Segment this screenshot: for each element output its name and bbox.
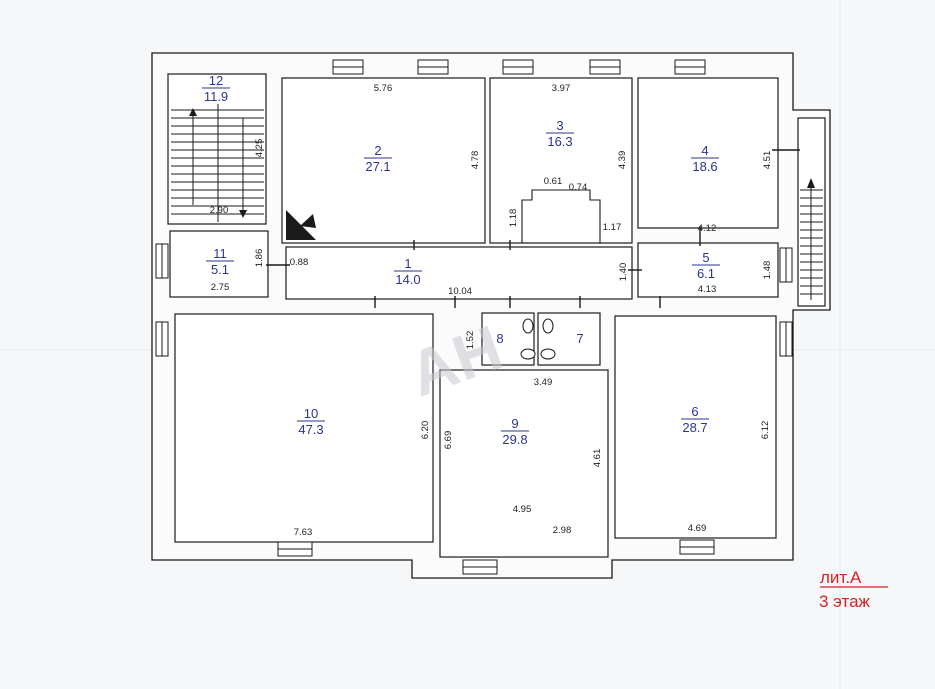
room-12 (167, 73, 267, 225)
room-number-7: 7 (576, 331, 583, 346)
room-number-3: 3 (556, 118, 563, 133)
dimension-r1-a: 0.88 (290, 257, 309, 268)
dimension-r3-h: 4.39 (617, 151, 628, 170)
stairs-left (171, 104, 264, 222)
stairs-right (800, 180, 823, 300)
room-area-3: 16.3 (547, 134, 572, 149)
dimension-r6-h: 6.12 (760, 421, 771, 440)
dimension-r5-h: 1.48 (762, 261, 773, 280)
dimension-r3-b: 0.74 (569, 182, 588, 193)
arrow-up-right-icon (807, 178, 815, 188)
room-number-9: 9 (511, 416, 518, 431)
dimension-r12-w: 2.90 (210, 205, 229, 216)
room-area-6: 28.7 (682, 420, 707, 435)
toilet-fixtures (520, 318, 556, 362)
dimension-r3-w: 3.97 (552, 83, 571, 94)
room-number-12: 12 (209, 73, 223, 88)
dimension-r10-h: 6.20 (420, 421, 431, 440)
corner-column-wedge (300, 214, 316, 228)
room-number-1: 1 (404, 256, 411, 271)
windows (155, 59, 793, 575)
room-area-5: 6.1 (697, 266, 715, 281)
door-marks (266, 149, 800, 308)
dimension-r11-h: 1.86 (254, 249, 265, 268)
dimension-r6-w: 4.69 (688, 523, 707, 534)
room-1 (285, 246, 633, 300)
room-11 (169, 230, 269, 298)
room-area-11: 5.1 (211, 262, 229, 277)
room-number-8: 8 (496, 331, 503, 346)
room-2 (281, 77, 486, 244)
dimension-r1-c: 1.40 (618, 263, 629, 282)
room-area-9: 29.8 (502, 432, 527, 447)
dimension-r10-w: 7.63 (294, 527, 313, 538)
dimension-r3-d: 1.17 (603, 222, 622, 233)
room-area-12: 11.9 (204, 89, 228, 104)
room-number-5: 5 (702, 250, 709, 265)
dimension-r9-h-right: 4.61 (592, 449, 603, 468)
room-number-11: 11 (213, 246, 227, 261)
dimension-r9-w-bottom2: 2.98 (553, 525, 572, 536)
room-area-4: 18.6 (692, 159, 717, 174)
room-number-6: 6 (691, 404, 698, 419)
dimension-r2-h: 4.78 (470, 151, 481, 170)
room-3 (489, 77, 633, 244)
room-number-2: 2 (374, 143, 381, 158)
room-number-4: 4 (701, 143, 708, 158)
legend-floor: 3 этаж (819, 592, 871, 611)
room-9 (439, 369, 609, 558)
arrow-up-icon (189, 108, 197, 116)
dimension-r9-h-left: 6.69 (443, 431, 454, 450)
dimension-r11-w: 2.75 (211, 282, 230, 293)
dimension-wc-h: 1.52 (465, 331, 476, 350)
dimension-r9-w-top: 3.49 (534, 377, 553, 388)
room-3-notch (521, 189, 601, 243)
dimension-r4-w: 4.12 (698, 223, 717, 234)
room-area-1: 14.0 (395, 272, 420, 287)
dimension-r4-h: 4.51 (762, 151, 773, 170)
room-area-2: 27.1 (365, 159, 390, 174)
legend-lit: лит.А (820, 568, 862, 587)
dimension-r3-a: 0.61 (544, 176, 563, 187)
room-6 (614, 315, 777, 539)
dimension-r12-h: 4.25 (254, 139, 265, 158)
room-area-10: 47.3 (298, 422, 323, 437)
dimension-r1-b: 10.04 (448, 286, 472, 297)
room-number-10: 10 (304, 406, 318, 421)
dimension-r9-w-bottom: 4.95 (513, 504, 532, 515)
corner-column (286, 210, 316, 240)
dimension-r5-w: 4.13 (698, 284, 717, 295)
dimension-r2-w: 5.76 (374, 83, 393, 94)
room-5 (637, 242, 779, 298)
dimension-r3-c: 1.18 (508, 209, 519, 228)
arrow-down-icon (239, 210, 247, 218)
room-4 (637, 77, 779, 229)
room-10 (174, 313, 434, 543)
